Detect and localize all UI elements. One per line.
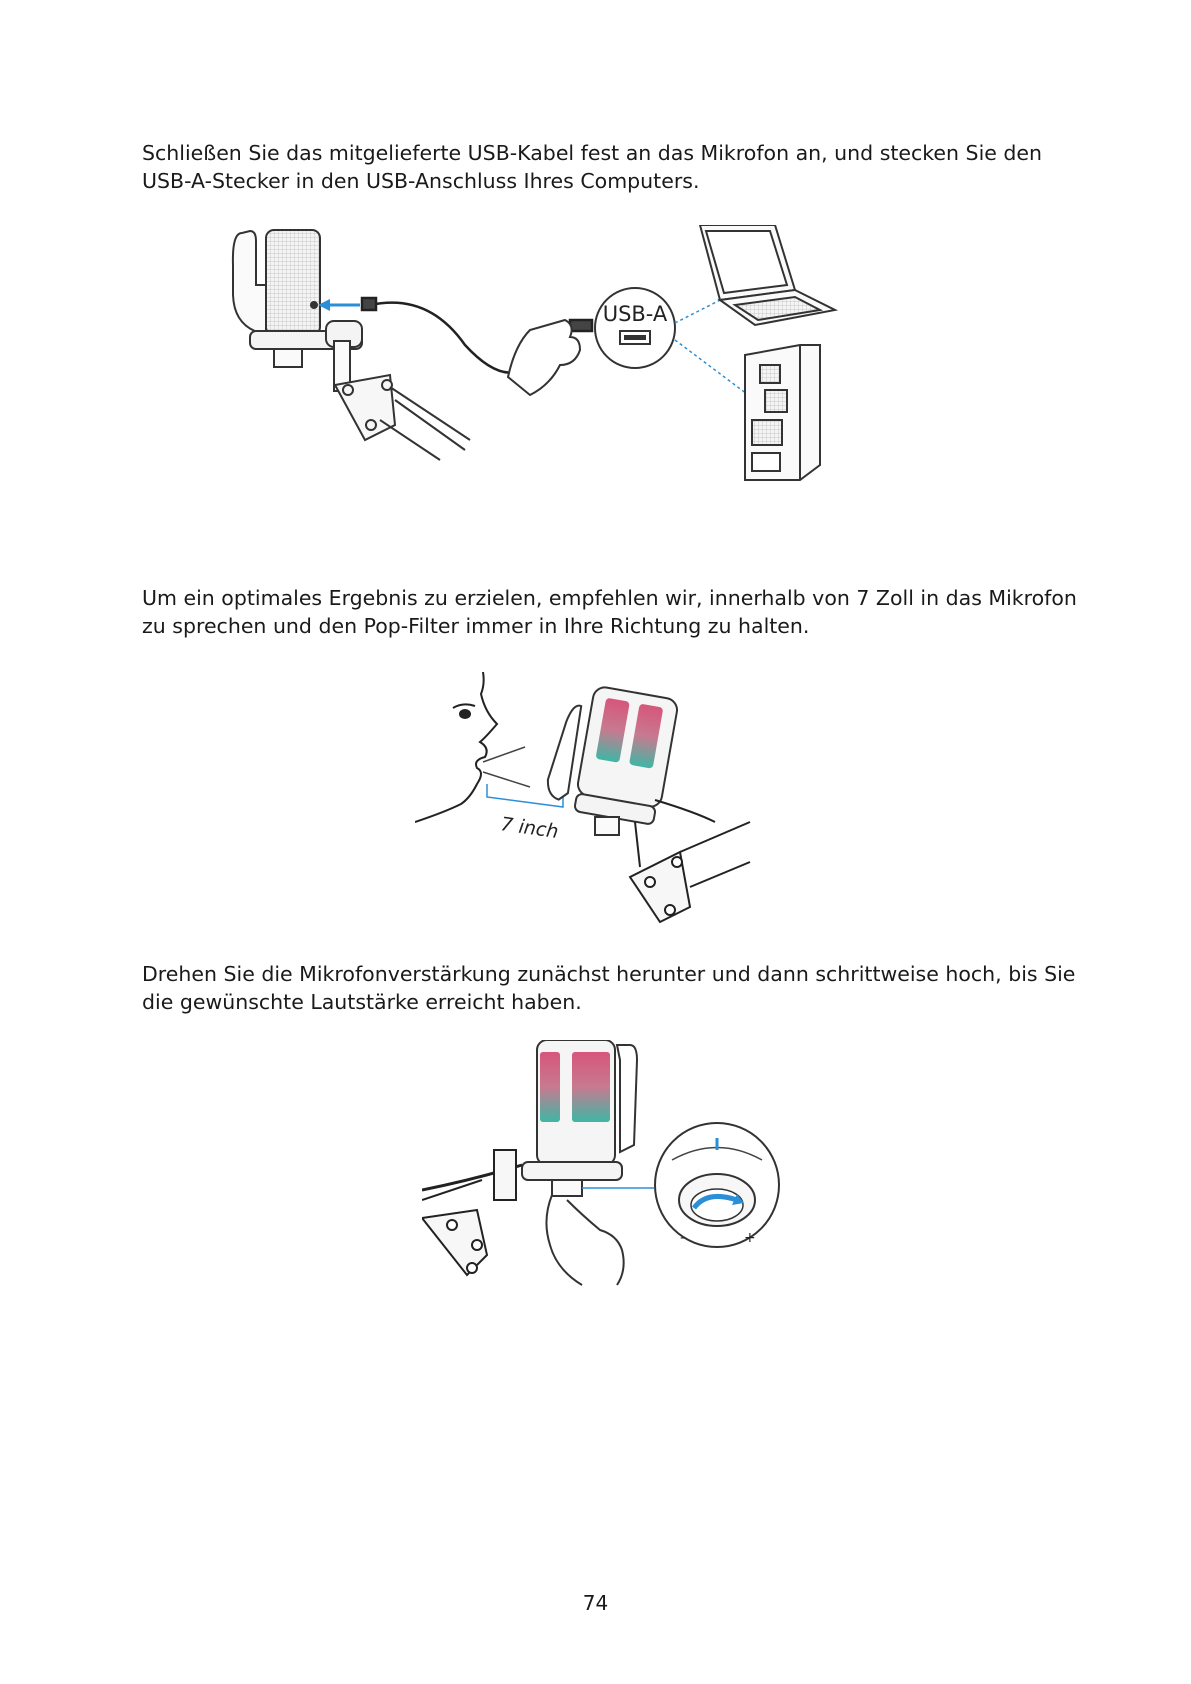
- gain-knob-illustration: – +: [420, 1039, 780, 1286]
- rotate-arrow-icon: [691, 1193, 738, 1210]
- figure-speaking-distance: 7 inch: [414, 671, 755, 942]
- gain-minus-label: –: [680, 1230, 687, 1246]
- boom-arm-icon: [333, 373, 471, 461]
- usb-a-port-callout: USB-A: [594, 287, 756, 401]
- gain-plus-label: +: [744, 1230, 756, 1246]
- desktop-tower-icon: [744, 344, 821, 481]
- face-icon: [414, 671, 499, 823]
- figure-gain-knob: – +: [420, 1039, 782, 1290]
- usb-connection-illustration: USB-A: [231, 224, 839, 481]
- microphone-icon: [231, 229, 363, 392]
- hand-icon: [506, 318, 582, 397]
- hand-icon: [545, 1194, 625, 1286]
- sound-lines-icon: [482, 746, 531, 788]
- rgb-microphone-icon: [521, 1039, 639, 1197]
- paragraph-gain-adjustment: Drehen Sie die Mikrofonverstärkung zunäc…: [142, 962, 1076, 1014]
- page-number: 74: [582, 1591, 609, 1615]
- figure-usb-connection: USB-A: [230, 224, 910, 525]
- laptop-icon: [698, 224, 839, 327]
- stand-icon: [420, 1149, 523, 1277]
- usb-a-label: USB-A: [603, 302, 668, 326]
- paragraph-usb-connection: Schließen Sie das mitgelieferte USB-Kabe…: [142, 141, 1043, 193]
- stand-icon: [628, 799, 751, 924]
- arrow-icon: [318, 299, 360, 311]
- rgb-microphone-icon: [546, 686, 678, 836]
- speaking-distance-illustration: 7 inch: [414, 671, 751, 924]
- gain-knob-callout: – +: [654, 1122, 780, 1248]
- paragraph-speaking-distance: Um ein optimales Ergebnis zu erzielen, e…: [142, 586, 1077, 638]
- distance-label: 7 inch: [499, 813, 559, 843]
